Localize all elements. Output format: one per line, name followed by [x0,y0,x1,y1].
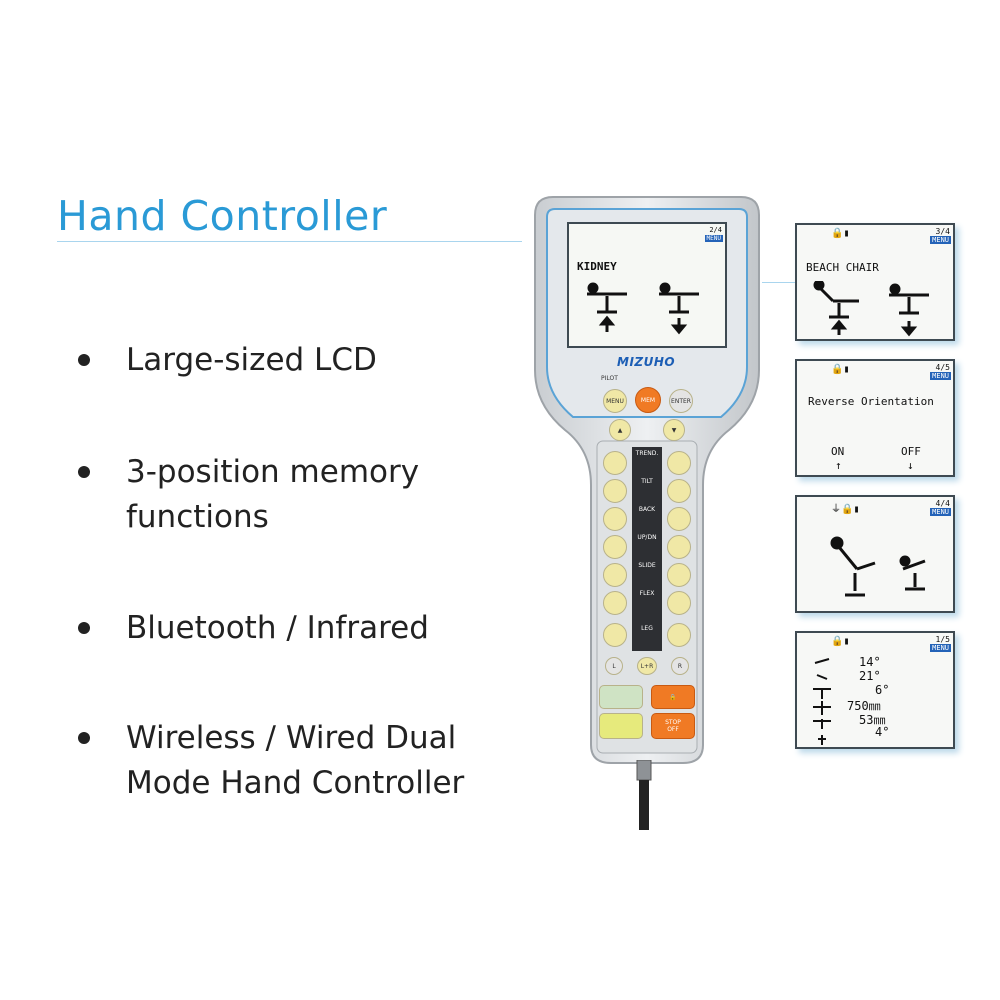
connector-line [762,282,795,283]
row-label-slide: SLIDE [638,562,656,569]
off-label: OFF [667,726,679,733]
slide-head-button[interactable] [603,563,627,587]
down-arrow-button[interactable]: ▼ [663,419,685,441]
table-position-icon [587,282,699,335]
leg-up-button[interactable] [603,623,627,647]
lcd-page-indicator: 2/4 [709,226,722,234]
bullet-dot-icon [78,466,90,478]
beach-chair-position-icon [813,281,929,337]
bullet-dot-icon [78,732,90,744]
panel-mode-label: BEACH CHAIR [806,261,879,274]
panel-menu-badge: MENU [930,236,951,244]
table-down-button[interactable] [667,535,691,559]
reflex-button[interactable] [667,591,691,615]
leg-left-button[interactable]: L [605,657,623,675]
panel-mode-label: Reverse Orientation [808,395,934,408]
controller-cable [636,760,652,830]
row-label-back: BACK [638,506,656,513]
page-title: Hand Controller [57,192,388,240]
reverse-off-label: OFF [901,445,921,458]
lcd-panel-beach-chair: 🔒▮ 3/4 MENU BEACH CHAIR [795,223,955,341]
trend-left-button[interactable] [603,451,627,475]
table-orientation-icon [830,536,926,597]
back-down-button[interactable] [667,507,691,531]
row-label-tilt: TILT [641,478,653,485]
axis-symbol-icons [813,658,831,745]
panel-page-indicator: 4/5 [935,363,950,372]
level-button[interactable] [599,685,643,709]
execute-button[interactable] [599,713,643,739]
panel-page-indicator: 1/5 [935,635,950,644]
enter-button[interactable]: ENTER [669,389,693,413]
reading-value: 750㎜ [847,699,881,713]
up-arrow-button[interactable]: ▲ [609,419,631,441]
feature-text: Bluetooth / Infrared [126,610,429,646]
down-arrow-icon: ↓ [907,459,914,472]
bullet-dot-icon [78,354,90,366]
pilot-label: PILOT [601,375,618,382]
feature-text: 3-position memory functions [126,454,420,535]
stop-off-button[interactable]: STOP OFF [651,713,695,739]
panel-menu-badge: MENU [930,372,951,380]
lock-button[interactable]: 🔒 [651,685,695,709]
lcd-panel-angle-readings: 🔒▮ 1/5 MENU 14° 21° 6° 750㎜ 53㎜ 4° [795,631,955,749]
row-label-leg: LEG [641,625,653,632]
trend-right-button[interactable] [667,451,691,475]
menu-button[interactable]: MENU [603,389,627,413]
stop-label: STOP [665,719,681,726]
feature-text: Large-sized LCD [126,342,377,378]
lcd-menu-badge: MENU [704,235,723,242]
lock-battery-icon: 🔒▮ [831,228,850,239]
hand-controller-device: 2/4 MENU KIDNEY MIZUHO PILOT MENU MEM EN… [533,195,761,765]
lock-battery-icon: 🔒▮ [831,364,850,375]
reading-value: 21° [859,669,881,683]
slide-foot-button[interactable] [667,563,691,587]
lcd-panel-orientation-graphic: ⏚🔒▮ 4/4 MENU [795,495,955,613]
row-label-flex: FLEX [639,590,655,597]
back-up-button[interactable] [603,507,627,531]
reading-value: 53㎜ [859,713,886,727]
title-underline [57,241,522,242]
reverse-on-label: ON [831,445,845,458]
reading-value: 6° [875,683,890,697]
feature-text: Wireless / Wired Dual Mode Hand Controll… [126,720,465,801]
row-label-trend: TREND. [635,450,659,457]
panel-page-indicator: 3/4 [935,227,950,236]
reading-value: 4° [875,725,890,739]
table-up-button[interactable] [603,535,627,559]
leg-right-button[interactable]: R [671,657,689,675]
up-arrow-icon: ↑ [835,459,842,472]
lcd-panel-reverse-orientation: 🔒▮ 4/5 MENU Reverse Orientation ON OFF ↑… [795,359,955,477]
panel-page-indicator: 4/4 [935,499,950,508]
main-lcd-screen: 2/4 MENU KIDNEY [567,222,727,348]
lcd-mode-label: KIDNEY [577,260,617,273]
panel-menu-badge: MENU [930,508,951,516]
brand-logo: MIZUHO [617,355,676,369]
bullet-dot-icon [78,622,90,634]
tilt-left-button[interactable] [603,479,627,503]
leg-down-button[interactable] [667,623,691,647]
reading-value: 14° [859,655,881,669]
leg-both-button[interactable]: L+R [637,657,657,675]
panel-menu-badge: MENU [930,644,951,652]
lock-battery-icon: 🔒▮ [831,636,850,647]
tilt-right-button[interactable] [667,479,691,503]
plug-lock-battery-icon: ⏚🔒▮ [831,504,860,515]
row-label-updn: UP/DN [637,534,657,541]
flex-button[interactable] [603,591,627,615]
mem-button[interactable]: MEM [635,387,661,413]
